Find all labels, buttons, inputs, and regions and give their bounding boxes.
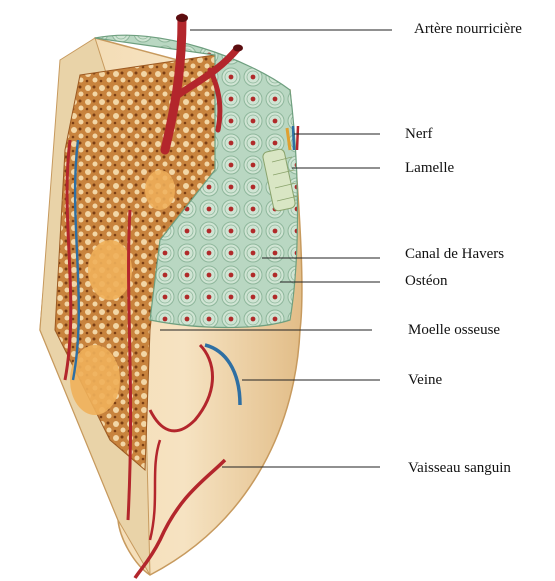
label-nerf: Nerf xyxy=(405,126,432,142)
label-osteon: Ostéon xyxy=(405,273,448,289)
artery-lumen xyxy=(176,14,188,22)
label-veine: Veine xyxy=(408,372,442,388)
label-artere: Artère nourricière xyxy=(414,21,522,37)
artery-lumen xyxy=(233,45,243,52)
label-canal: Canal de Havers xyxy=(405,246,504,262)
label-moelle: Moelle osseuse xyxy=(408,322,500,338)
nerve-vessel xyxy=(293,126,294,150)
label-vaisseau: Vaisseau sanguin xyxy=(408,460,511,476)
marrow-blob xyxy=(88,240,132,300)
label-lamelle: Lamelle xyxy=(405,160,454,176)
marrow-blob xyxy=(145,170,175,210)
nerve-vessel xyxy=(297,126,298,150)
